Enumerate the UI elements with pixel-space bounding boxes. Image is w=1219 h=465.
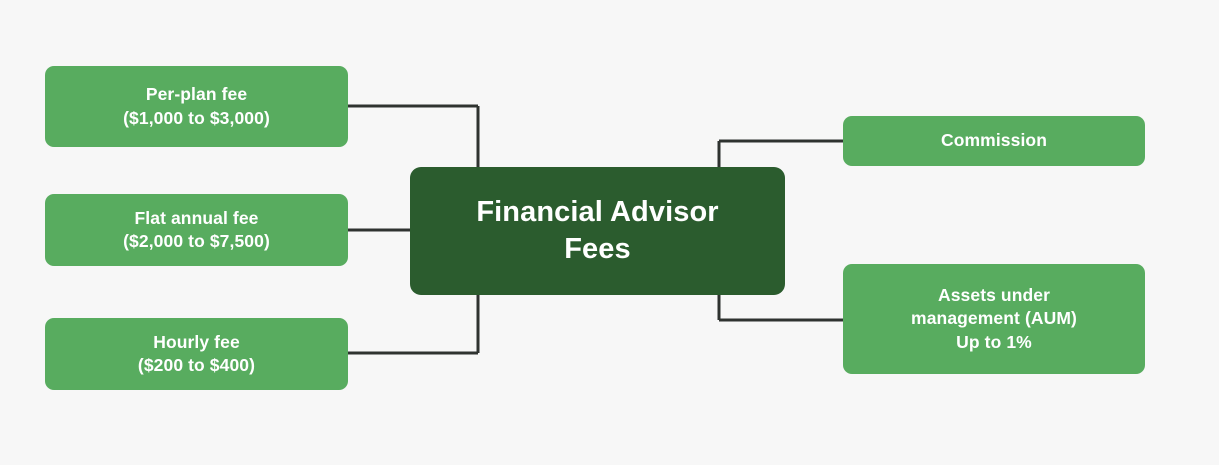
node-assets-under-management-label: Assets under management (AUM) Up to 1% <box>911 285 1077 352</box>
node-financial-advisor-fees-label: Financial Advisor Fees <box>476 195 719 265</box>
node-financial-advisor-fees[interactable]: Financial Advisor Fees <box>410 167 785 295</box>
node-flat-annual-fee[interactable]: Flat annual fee ($2,000 to $7,500) <box>45 194 348 266</box>
node-flat-annual-fee-label: Flat annual fee ($2,000 to $7,500) <box>123 207 270 251</box>
node-commission-label: Commission <box>940 130 1048 151</box>
node-hourly-fee[interactable]: Hourly fee ($200 to $400) <box>45 318 348 390</box>
node-per-plan-fee[interactable]: Per-plan fee ($1,000 to $3,000) <box>45 66 348 147</box>
node-hourly-fee-label: Hourly fee ($200 to $400) <box>137 331 256 375</box>
node-assets-under-management[interactable]: Assets under management (AUM) Up to 1% <box>843 264 1145 374</box>
node-commission[interactable]: Commission <box>843 116 1145 166</box>
node-per-plan-fee-label: Per-plan fee ($1,000 to $3,000) <box>123 84 270 128</box>
